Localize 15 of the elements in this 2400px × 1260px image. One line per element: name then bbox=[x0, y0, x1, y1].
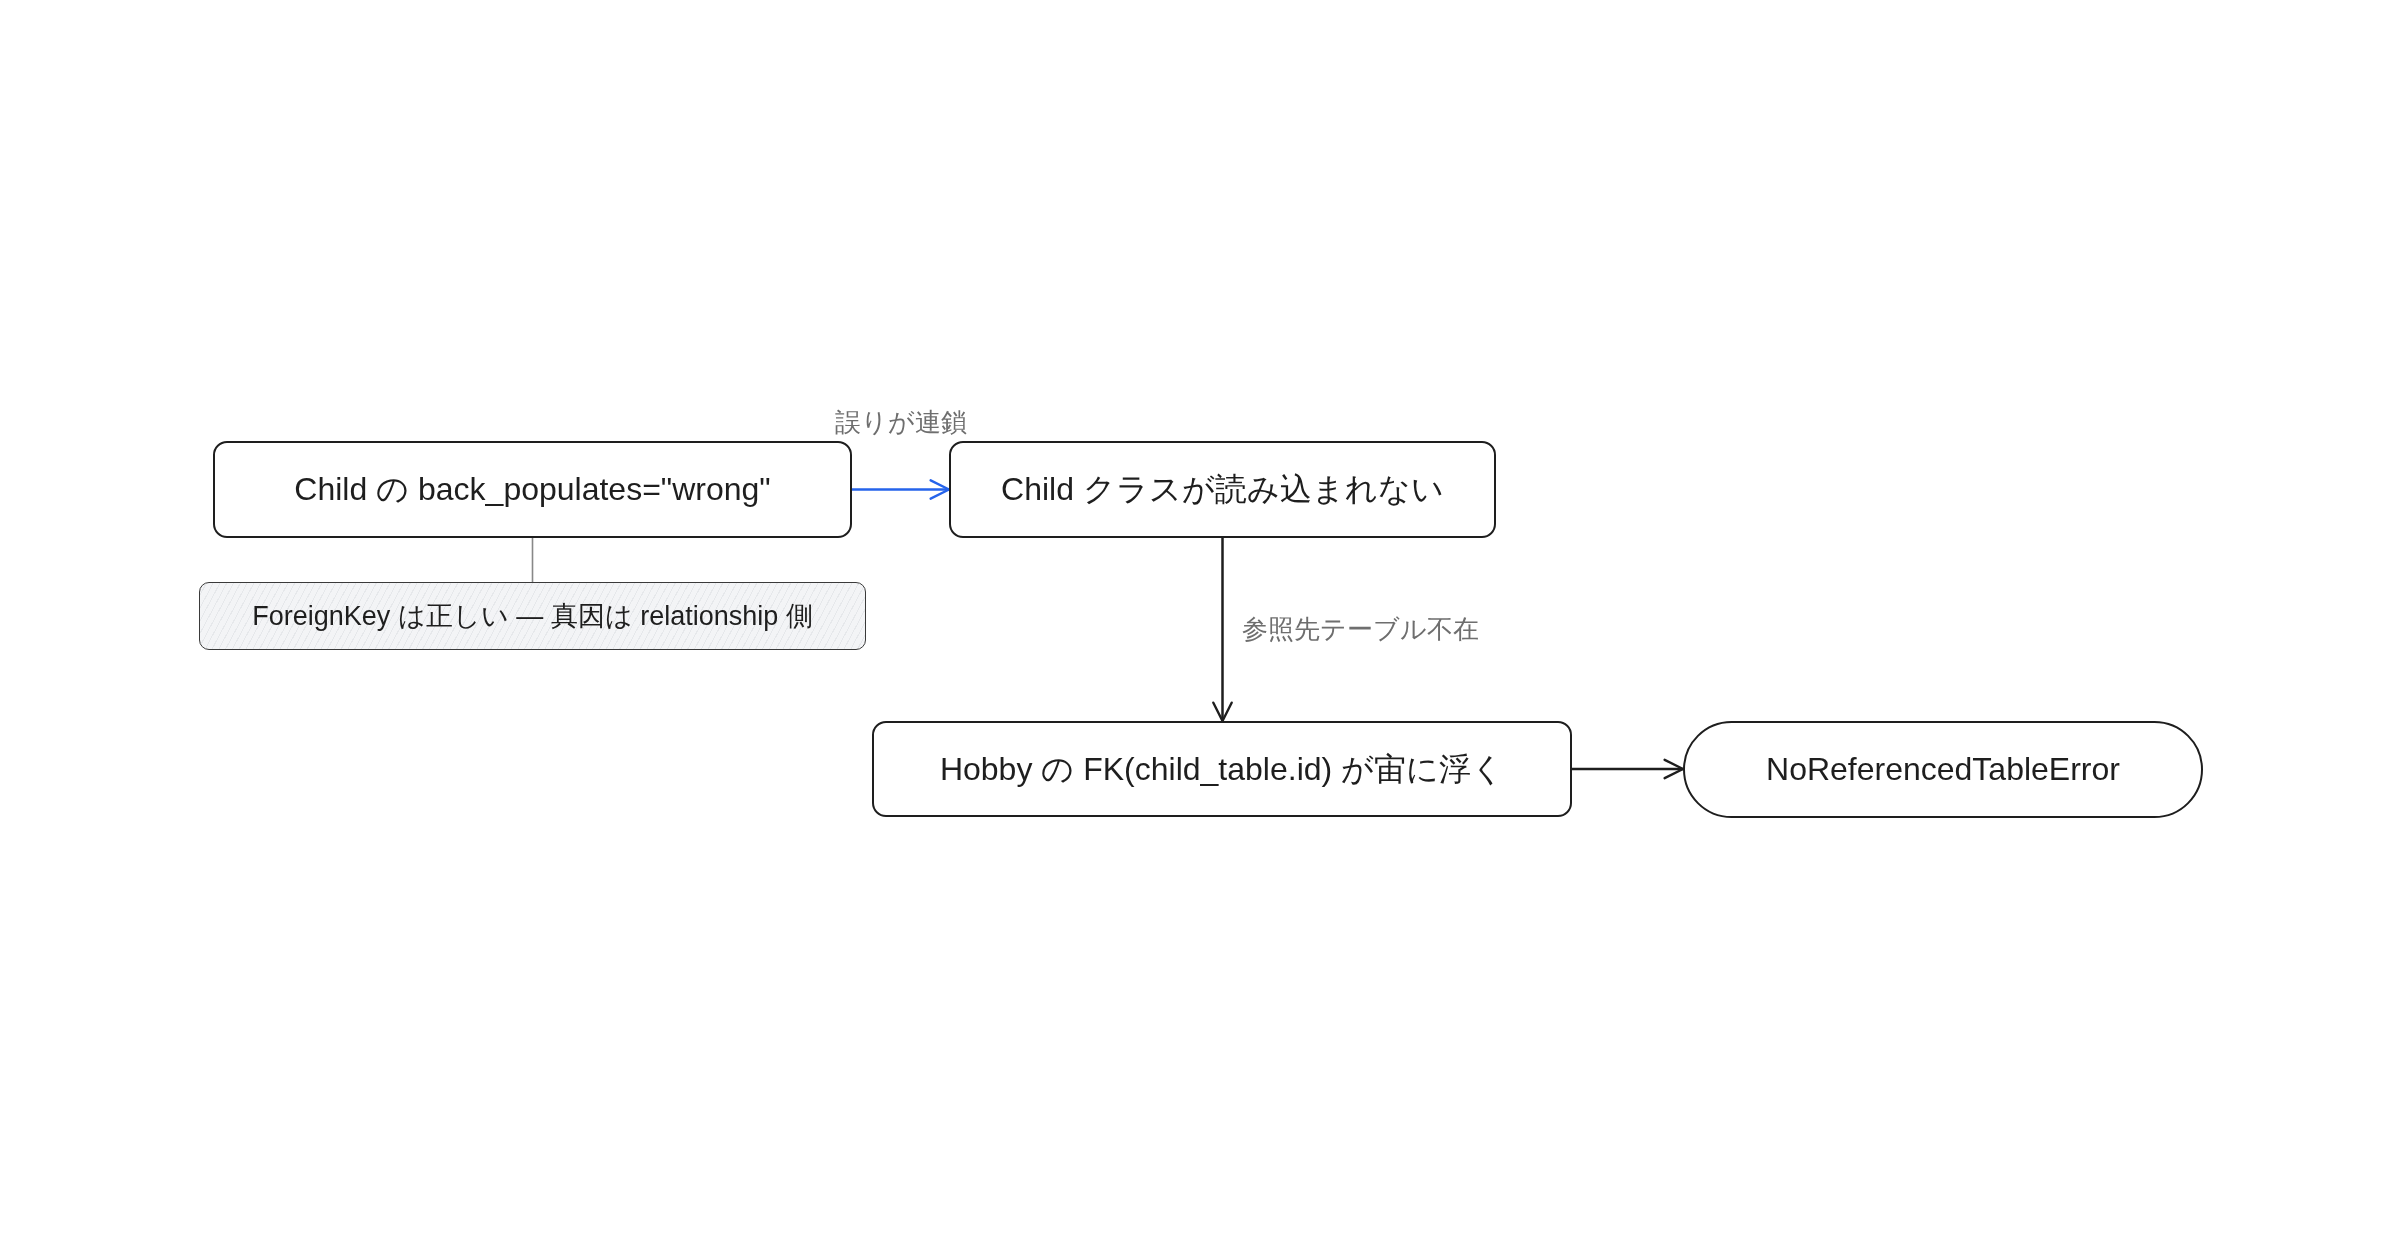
arrow bbox=[1572, 758, 1685, 780]
note-box bbox=[199, 582, 866, 650]
arrow bbox=[852, 479, 951, 500]
node-label: Child クラスが読み込まれない bbox=[1001, 470, 1444, 509]
process-box bbox=[949, 441, 1496, 538]
leader-line bbox=[531, 537, 534, 583]
process-box bbox=[213, 441, 852, 538]
node-label: NoReferencedTableError bbox=[1766, 750, 2120, 789]
note-text: ForeignKey は正しい — 真因は relationship 側 bbox=[252, 599, 813, 633]
edge-label: 参照先テーブル不在 bbox=[1241, 614, 1479, 646]
node-label: Child の back_populates="wrong" bbox=[294, 470, 771, 509]
node-label: Hobby の FK(child_table.id) が宙に浮く bbox=[939, 749, 1505, 789]
process-box bbox=[872, 721, 1572, 817]
edge-label: 誤りが連鎖 bbox=[834, 407, 967, 439]
arrow bbox=[1212, 538, 1233, 723]
